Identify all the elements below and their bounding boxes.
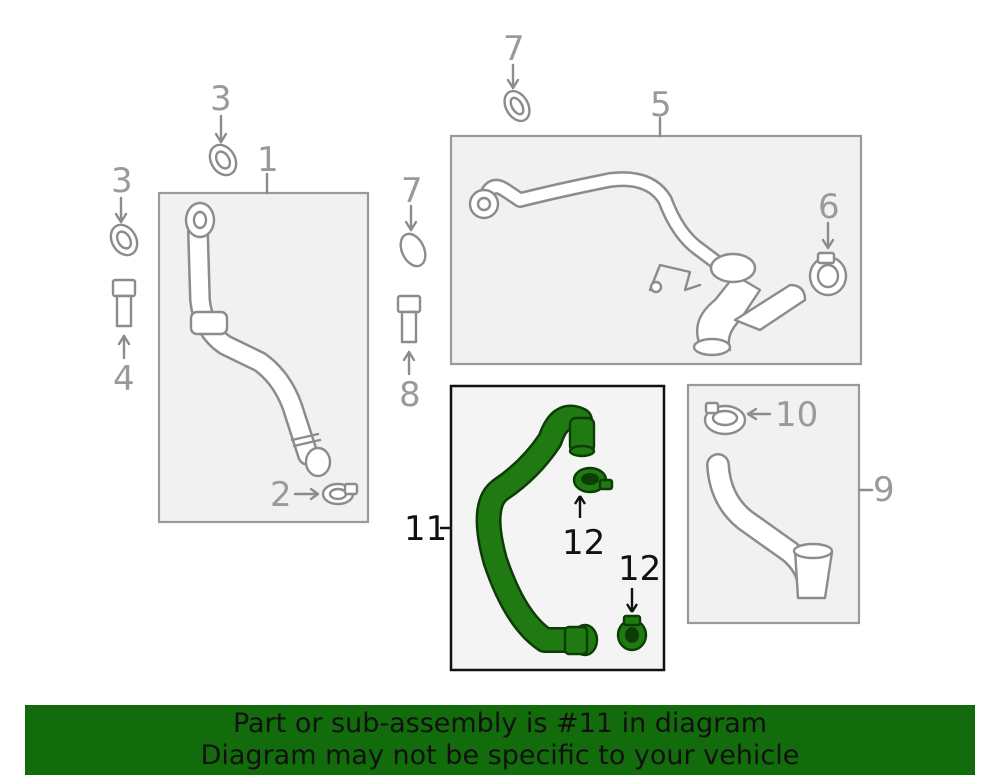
callout-6: 6 xyxy=(818,187,840,227)
part-12-clamp-lower xyxy=(616,588,648,652)
callout-2: 2 xyxy=(270,475,292,515)
callout-10: 10 xyxy=(775,395,818,435)
banner-line-1: Part or sub-assembly is #11 in diagram xyxy=(232,708,768,739)
parts-diagram: 1 2 3 3 4 5 6 7 7 8 9 10 11 12 12 xyxy=(106,29,895,672)
part-10-clamp xyxy=(703,401,772,436)
part-8-bolt[interactable] xyxy=(396,294,422,376)
part-7-oring-left[interactable] xyxy=(396,204,430,270)
callout-5: 5 xyxy=(650,85,672,125)
callout-7-top: 7 xyxy=(503,29,525,69)
part-9-box[interactable] xyxy=(686,383,874,625)
part-3-washer-left[interactable] xyxy=(106,196,143,260)
part-4-bolt[interactable] xyxy=(111,278,137,360)
banner-line-2: Diagram may not be specific to your vehi… xyxy=(200,740,800,771)
part-11-box[interactable] xyxy=(440,384,666,672)
callout-1: 1 xyxy=(257,140,279,180)
callout-12-upper: 12 xyxy=(562,523,605,563)
info-banner: Part or sub-assembly is #11 in diagram D… xyxy=(25,705,975,775)
callout-4: 4 xyxy=(113,359,135,399)
part-1-box[interactable] xyxy=(157,172,370,524)
part-7-oring-top[interactable] xyxy=(499,63,534,125)
part-5-box[interactable] xyxy=(449,116,863,366)
callout-12-lower: 12 xyxy=(618,549,661,589)
part-12-clamp-upper xyxy=(572,466,614,518)
part-2-clamp xyxy=(293,482,359,506)
callout-8: 8 xyxy=(399,375,421,415)
callout-9: 9 xyxy=(873,470,895,510)
part-6-clamp xyxy=(808,221,848,297)
callout-7-left: 7 xyxy=(401,171,423,211)
callout-3-top: 3 xyxy=(210,79,232,119)
callout-11: 11 xyxy=(404,509,447,549)
callout-3-left: 3 xyxy=(111,161,133,201)
part-3-washer-top[interactable] xyxy=(205,114,242,180)
